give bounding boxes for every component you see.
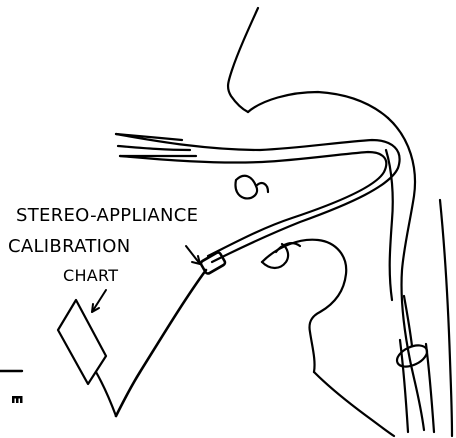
nose-profile (228, 8, 258, 112)
label-chart: CHART (63, 266, 118, 285)
upper-lip (235, 176, 257, 199)
nasal-cavity-outline (248, 92, 388, 118)
appliance-cable (116, 270, 206, 416)
trachea-right (426, 344, 434, 432)
calibration-chart (58, 300, 106, 384)
label-stereo-appliance: STEREO-APPLIANCE (16, 205, 198, 226)
label-calibration: CALIBRATION (8, 236, 131, 257)
trachea-left (400, 340, 408, 432)
jaw-line (314, 372, 394, 436)
tongue (262, 240, 346, 372)
pharynx-wall (388, 118, 424, 430)
spine-line (440, 200, 452, 436)
corner-mark (12, 396, 23, 403)
tube-strand-2 (118, 146, 190, 150)
chart-cable (96, 372, 116, 416)
nasopharynx-inner (386, 150, 393, 300)
